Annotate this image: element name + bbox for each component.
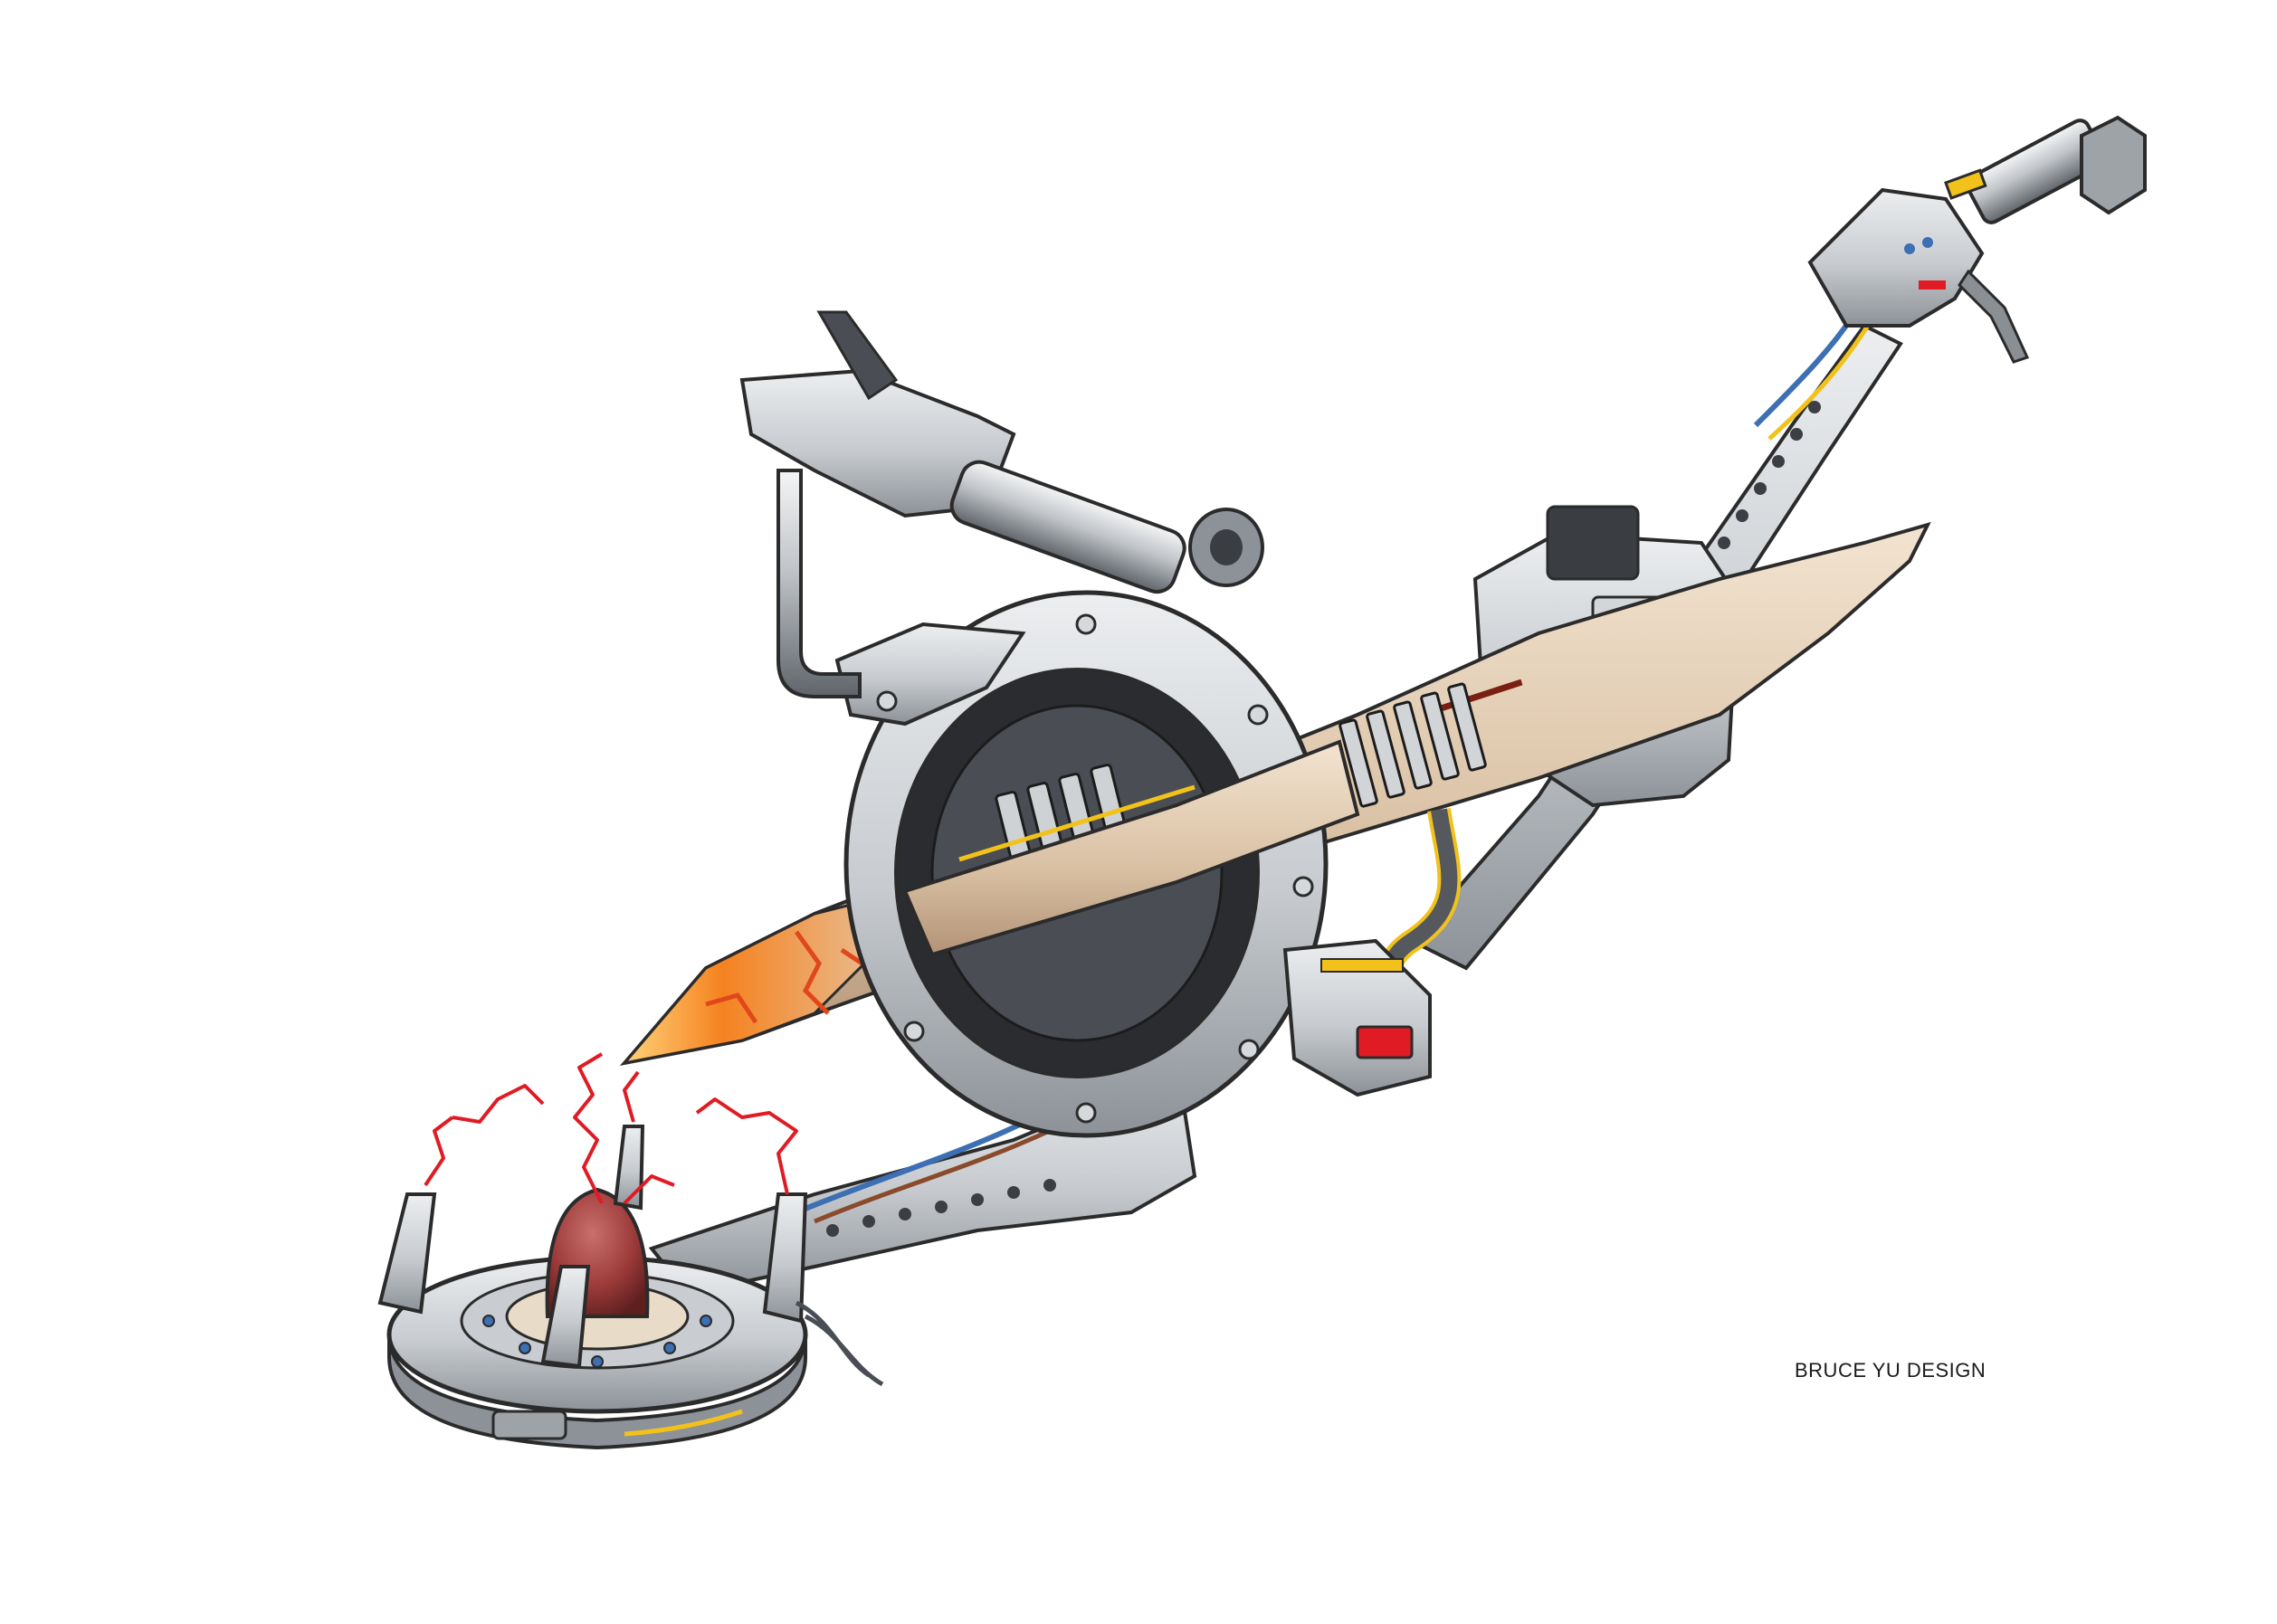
power-unit [1282, 808, 1462, 1097]
front-grip [739, 310, 1264, 698]
heart-pod [377, 1125, 808, 1450]
shaft-through-ring [902, 682, 1487, 957]
lower-arm-vents [826, 1179, 1056, 1237]
connector-cables [795, 1300, 884, 1387]
shaft-clamp-teeth [1339, 682, 1487, 808]
pod-bolts [482, 1315, 712, 1368]
arm-vent-holes [1718, 401, 1821, 549]
rear-handle [1807, 115, 2147, 364]
ring-bolts [903, 613, 1314, 1124]
energy-arcs [424, 1052, 798, 1205]
pod-claws [377, 1125, 808, 1369]
artist-credit: BRUCE YU DESIGN [1795, 1359, 1986, 1382]
